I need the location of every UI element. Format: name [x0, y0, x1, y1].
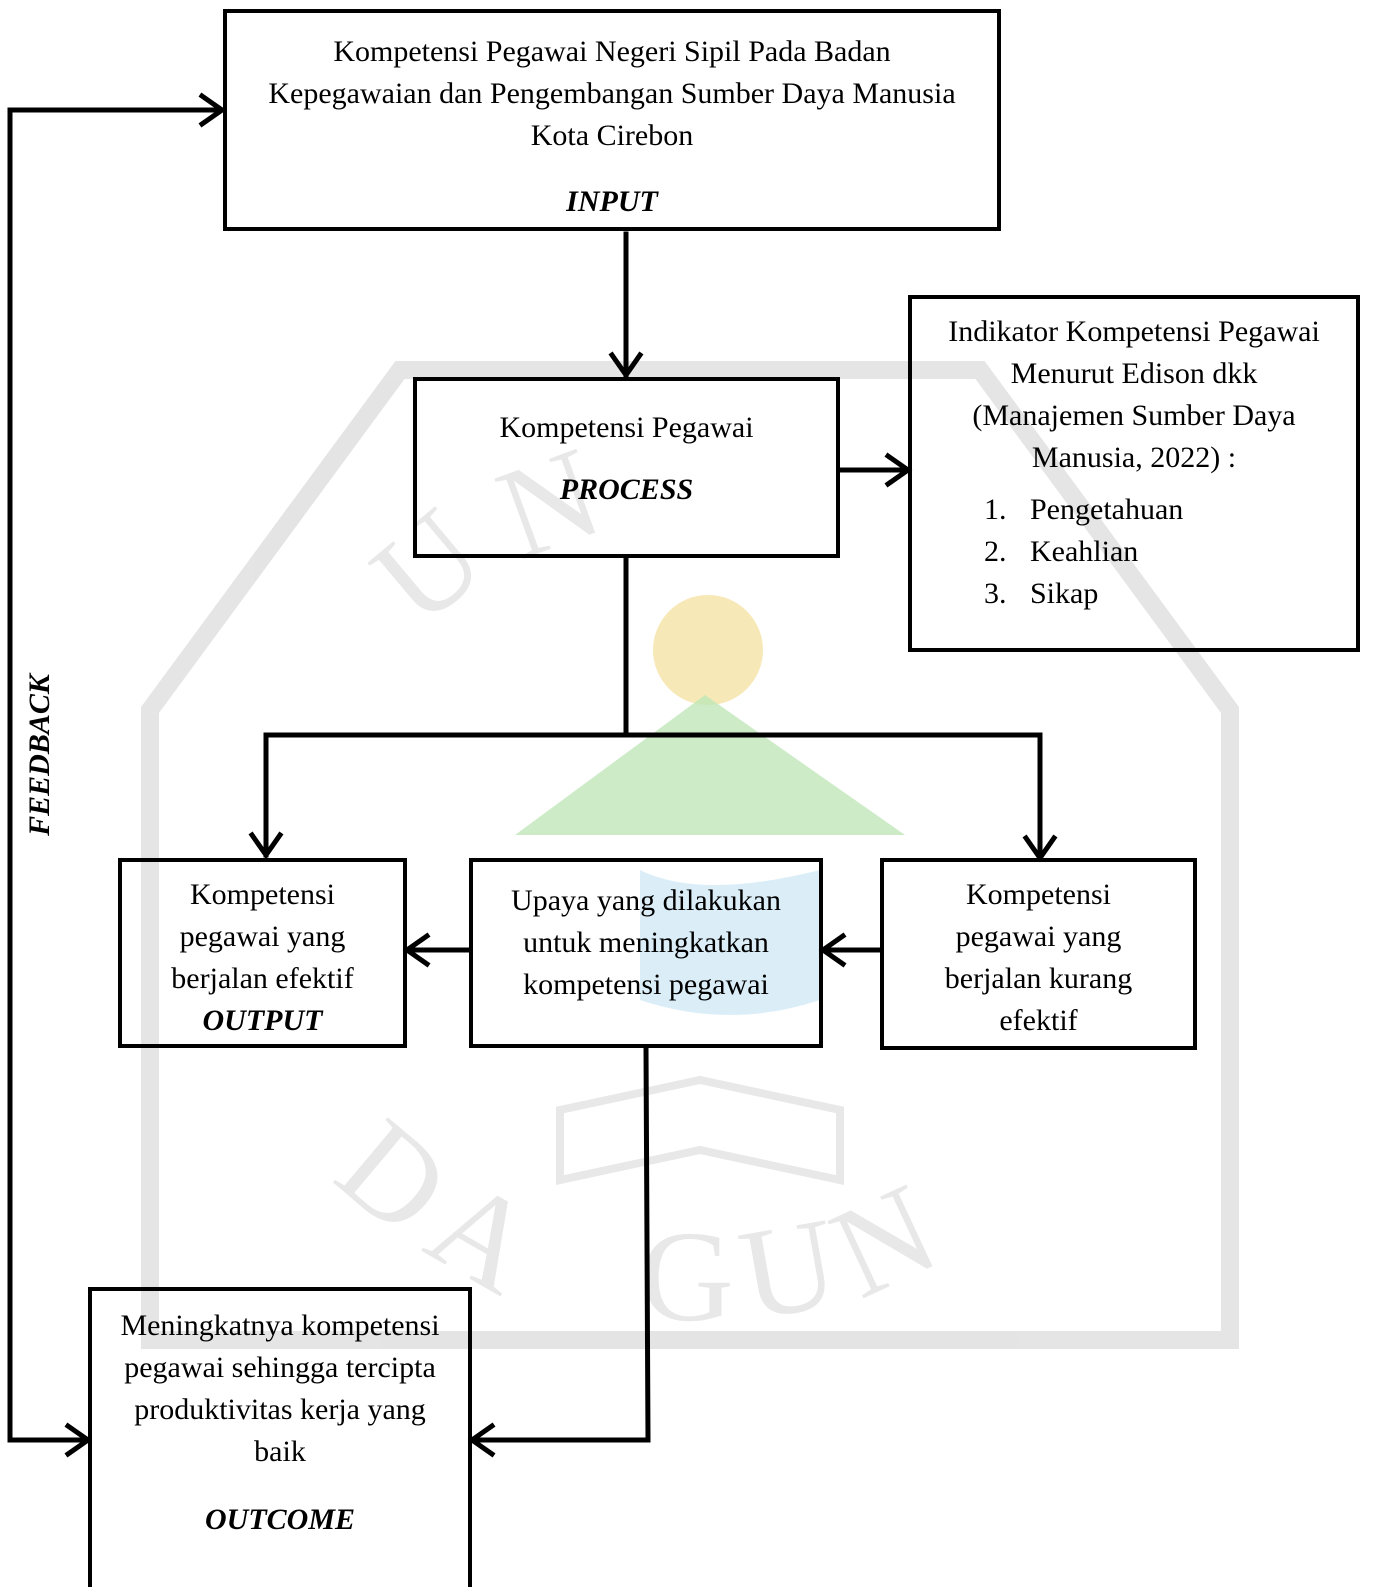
outcome-text-line: pegawai sehingga tercipta [124, 1351, 436, 1384]
upaya-text-line: kompetensi pegawai [523, 968, 769, 1001]
indicator-list-item: 1. Pengetahuan [984, 489, 1356, 531]
output-stage-label: OUTPUT [202, 1004, 323, 1037]
kurang-text-line: Kompetensi [966, 878, 1111, 911]
input-stage-label: INPUT [566, 185, 658, 218]
list-label: Keahlian [1030, 535, 1139, 568]
indicator-list-item: 3. Sikap [984, 573, 1356, 615]
list-label: Sikap [1030, 577, 1099, 610]
input-text-line: Kepegawaian dan Pengembangan Sumber Daya… [268, 77, 956, 110]
arrowhead [467, 1422, 496, 1458]
indicator-text-line: (Manajemen Sumber Daya [972, 399, 1296, 432]
arrowhead [198, 92, 227, 128]
outcome-text-line: baik [254, 1435, 306, 1468]
upaya-box: Upaya yang dilakukan untuk meningkatkan … [469, 858, 823, 1048]
indicator-text-line: Indikator Kompetensi Pegawai [948, 315, 1320, 348]
kurang-text-line: berjalan kurang [944, 962, 1133, 995]
outcome-text-line: Meningkatnya kompetensi [120, 1309, 440, 1342]
indicator-list-item: 2. Keahlian [984, 531, 1356, 573]
indicator-box: Indikator Kompetensi Pegawai Menurut Edi… [908, 295, 1360, 652]
input-text-line: Kota Cirebon [530, 119, 694, 152]
indicator-text-line: Manusia, 2022) : [1031, 441, 1237, 474]
list-number: 1. [984, 493, 1007, 526]
watermark-heptagon-outline [141, 361, 1239, 1349]
list-label: Pengetahuan [1030, 493, 1184, 526]
watermark-letter: G [640, 1205, 734, 1349]
kurang-efektif-box: Kompetensi pegawai yang berjalan kurang … [880, 858, 1197, 1050]
feedback-label: FEEDBACK [23, 674, 56, 836]
watermark-sun [653, 595, 763, 705]
indicator-text-line: Menurut Edison dkk [1010, 357, 1258, 390]
list-number: 2. [984, 535, 1007, 568]
outcome-box: Meningkatnya kompetensi pegawai sehingga… [88, 1287, 472, 1587]
output-text-line: pegawai yang [179, 920, 346, 953]
arrowhead [248, 831, 284, 860]
output-text-line: Kompetensi [190, 878, 335, 911]
arrowhead [818, 932, 847, 968]
output-box: Kompetensi pegawai yang berjalan efektif… [118, 858, 407, 1048]
output-text-line: berjalan efektif [171, 962, 354, 995]
indicator-list: 1. Pengetahuan 2. Keahlian 3. Sikap [984, 489, 1356, 615]
input-box: Kompetensi Pegawai Negeri Sipil Pada Bad… [223, 9, 1001, 231]
process-stage-label: PROCESS [559, 473, 694, 506]
arrowhead [402, 932, 431, 968]
watermark-mountain [515, 695, 905, 835]
arrow-upaya-to-outcome [469, 1045, 651, 1443]
process-box: Kompetensi Pegawai PROCESS [413, 377, 840, 558]
upaya-text-line: untuk meningkatkan [523, 926, 769, 959]
outcome-text-line: produktivitas kerja yang [134, 1393, 426, 1426]
watermark-book [556, 1075, 844, 1185]
outcome-stage-label: OUTCOME [204, 1503, 355, 1536]
watermark-water [640, 870, 820, 1015]
kurang-text-line: pegawai yang [955, 920, 1122, 953]
upaya-text-line: Upaya yang dilakukan [511, 884, 781, 917]
input-text-line: Kompetensi Pegawai Negeri Sipil Pada Bad… [333, 35, 891, 68]
process-text: Kompetensi Pegawai [499, 411, 754, 444]
arrowhead [608, 351, 644, 380]
list-number: 3. [984, 577, 1007, 610]
kurang-text-line: efektif [999, 1004, 1078, 1037]
